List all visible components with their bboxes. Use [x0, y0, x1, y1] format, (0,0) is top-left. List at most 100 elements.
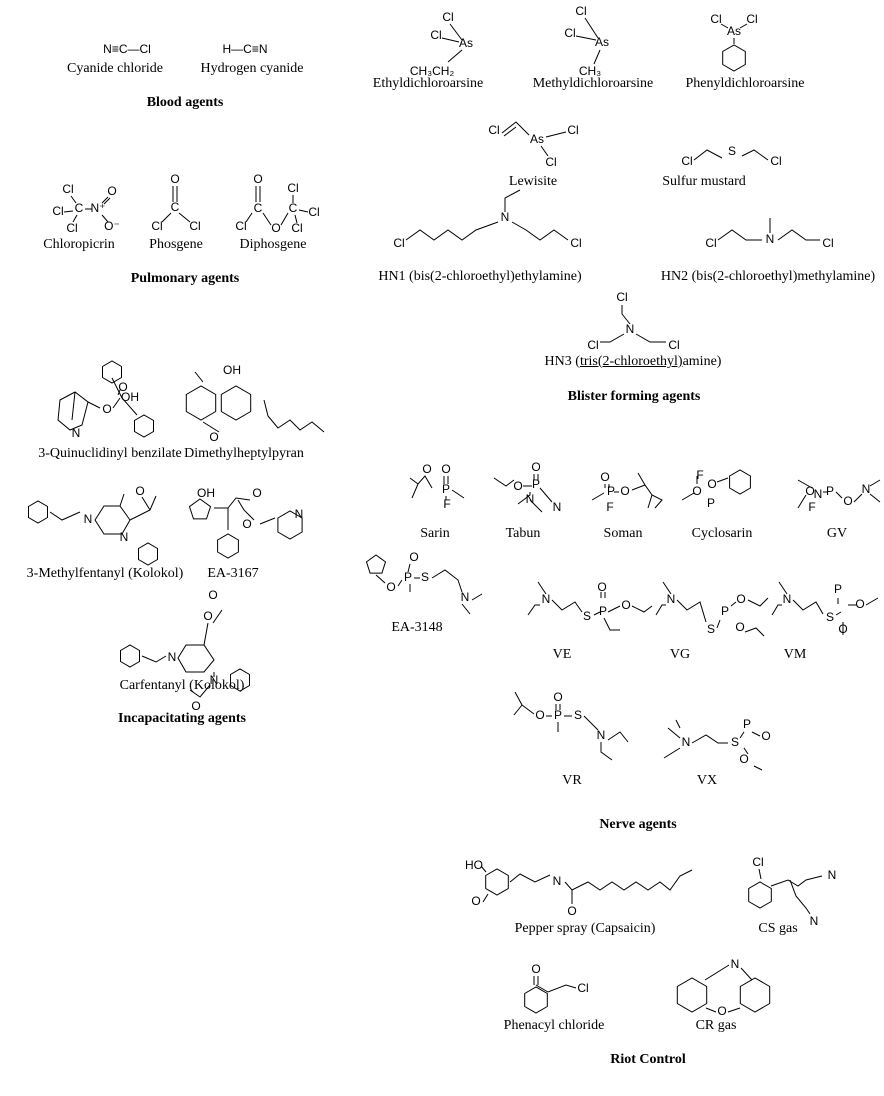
atom-label: O	[191, 699, 200, 713]
atom-label: O	[102, 402, 111, 416]
atom-label: O	[843, 494, 852, 508]
atom-label: P	[834, 582, 842, 596]
atom-label: Cl	[710, 12, 721, 26]
atom-label: N	[783, 592, 792, 606]
atom-label: Cl	[822, 236, 833, 250]
label-ea3148: EA-3148	[391, 620, 443, 635]
atom-label: O	[761, 729, 770, 743]
atom-label: O	[471, 894, 480, 908]
label-capsaicin: Pepper spray (Capsaicin)	[514, 921, 656, 936]
bond-lines	[501, 121, 567, 157]
bond-lines	[194, 371, 325, 433]
atom-label: Cl	[235, 219, 246, 233]
atom-label: C	[171, 200, 180, 214]
atom-label: S	[707, 622, 715, 636]
atom-label: P	[721, 604, 729, 618]
atom-label: O	[855, 597, 864, 611]
atom-label: N	[667, 592, 676, 606]
atom-label: P	[607, 484, 615, 498]
atom-label: N	[501, 210, 510, 224]
atom-label: P	[743, 717, 751, 731]
atom-label: C	[289, 201, 298, 215]
ring	[230, 668, 250, 692]
atom-label: Cl	[575, 4, 586, 18]
label-cr-gas: CR gas	[695, 1018, 737, 1033]
bond-lines	[797, 479, 881, 509]
category-blood-agents: Blood agents	[146, 95, 224, 110]
label-vx: VX	[696, 773, 718, 788]
atom-label: Cl	[577, 981, 588, 995]
hn3-prefix: HN3 (	[544, 354, 580, 369]
atom-label: O	[253, 172, 262, 186]
bond-lines	[441, 23, 463, 63]
atom-label: S	[728, 144, 736, 158]
label-methylfentanyl: 3-Methylfentanyl (Kolokol)	[26, 566, 184, 581]
atom-label: N⁺	[91, 201, 106, 215]
atom-label: N	[168, 650, 177, 664]
category-blister-agents: Blister forming agents	[567, 389, 701, 404]
bond-lines	[575, 17, 601, 65]
atom-label: F	[696, 468, 703, 482]
atom-label: N	[461, 590, 470, 604]
bond-lines	[533, 976, 577, 993]
structure-cyanide-chloride: N≡C—Cl	[103, 42, 151, 56]
atom-label: Cl	[66, 221, 77, 235]
ring	[120, 644, 140, 668]
atom-label: O	[170, 172, 179, 186]
category-riot-control: Riot Control	[610, 1052, 686, 1067]
atom-label: Cl	[752, 855, 763, 869]
atom-label: N	[120, 530, 129, 544]
category-nerve-agents: Nerve agents	[599, 817, 677, 832]
atom-label: P	[826, 484, 834, 498]
atom-label: Cl	[287, 181, 298, 195]
atom-label: O	[531, 962, 540, 976]
atom-label: O	[271, 221, 280, 235]
atom-label: F	[606, 500, 613, 514]
atom-label: O	[597, 580, 606, 594]
atom-label: N	[542, 592, 551, 606]
atom-label: Cl	[770, 154, 781, 168]
hn3-link[interactable]: tris(2-chloroethyl)	[579, 354, 683, 369]
atom-label: Cl	[746, 12, 757, 26]
atom-label: P	[532, 477, 540, 491]
label-cyclosarin: Cyclosarin	[691, 526, 753, 541]
ring	[729, 469, 751, 495]
structure-dmhp: OHO	[185, 363, 325, 444]
bond-lines	[681, 476, 729, 501]
ring	[134, 414, 154, 438]
structure-hydrogen-cyanide: H—C≡N	[223, 42, 268, 56]
bond-lines	[57, 377, 138, 431]
label-sarin: Sarin	[420, 526, 450, 541]
atom-label: OH	[121, 390, 139, 404]
ring	[277, 510, 303, 540]
bond-lines	[663, 719, 763, 771]
atom-label: Cl	[291, 221, 302, 235]
label-qnb: 3-Quinuclidinyl benzilate	[38, 446, 182, 461]
atom-label: N	[828, 868, 837, 882]
atom-label: CH₃CH₂	[410, 64, 455, 78]
label-hn3: HN3 (tris(2-chloroethyl)amine)	[545, 354, 722, 370]
bond-lines	[214, 497, 276, 530]
label-cyanide-chloride: Cyanide chloride	[66, 61, 164, 76]
atom-label: F	[808, 500, 815, 514]
atom-label: O	[739, 752, 748, 766]
label-cs-gas: CS gas	[758, 921, 798, 936]
label-dmhp: Dimethylheptylpyran	[184, 446, 304, 461]
atom-label: O⁻	[104, 219, 120, 233]
label-ve: VE	[552, 647, 572, 662]
atom-label: N	[526, 492, 535, 506]
atom-label: O	[805, 484, 814, 498]
label-gv: GV	[826, 526, 848, 541]
atom-label: Cl	[52, 204, 63, 218]
atom-label: O	[409, 550, 418, 564]
label-carfentanyl: Carfentanyl (Kolokol)	[119, 678, 245, 693]
atom-label: Cl	[564, 26, 575, 40]
atom-label: Cl	[705, 236, 716, 250]
